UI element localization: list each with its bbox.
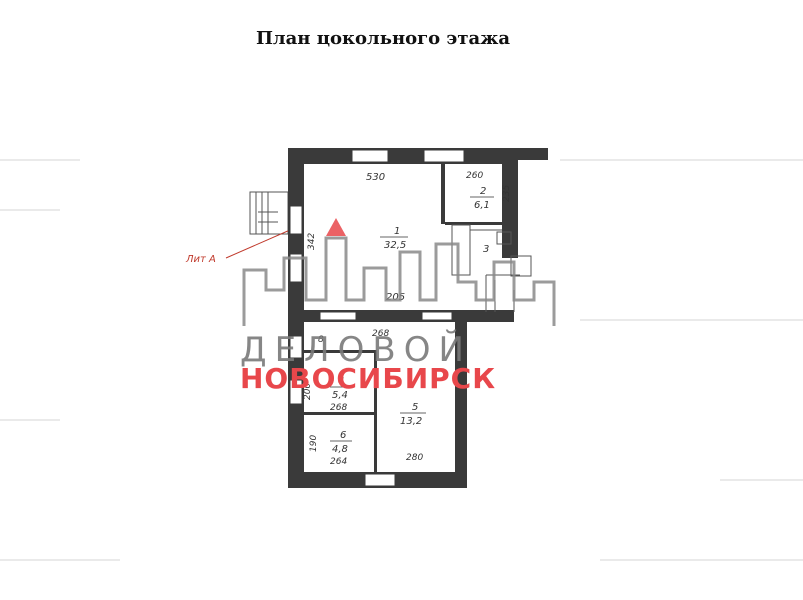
litera-marker: Лит А (185, 229, 291, 265)
room-2-number: 2 (480, 186, 486, 197)
city-skyline-icon (242, 218, 556, 326)
room-4-number: 4 (338, 376, 344, 387)
dimension-530: 530 (366, 172, 385, 183)
room-labels: 1 32,5 2 6,1 3 4 5,4 5 13,2 6 4,8 (330, 186, 494, 455)
room-3-number: 3 (483, 244, 489, 255)
entrance-steps (249, 191, 289, 235)
room-1-area: 32,5 (384, 240, 406, 251)
background-lines (0, 159, 803, 561)
dimension-260: 260 (466, 171, 483, 181)
page-title: План цокольного этажа (255, 28, 511, 49)
dimension-200: 200 (303, 383, 313, 400)
dimension-268-top: 268 (372, 329, 389, 339)
room-6-number: 6 (340, 430, 346, 441)
litera-label: Лит А (185, 254, 216, 265)
dimension-190: 190 (309, 435, 319, 452)
room-5-number: 5 (412, 402, 418, 413)
room-2-area: 6,1 (474, 200, 490, 211)
watermark-line-1: ДЕЛОВОЙ (240, 330, 472, 370)
dimension-280: 280 (406, 453, 423, 463)
dimension-268-room4: 268 (330, 403, 347, 413)
watermark-line-2: НОВОСИБИРСК (240, 362, 497, 395)
dimension-labels: 530 260 235 342 205 268 8 200 268 190 26… (303, 171, 512, 467)
dimension-264: 264 (330, 457, 347, 467)
dimension-8: 8 (318, 335, 324, 345)
dimension-235: 235 (502, 185, 512, 202)
room-6-area: 4,8 (332, 444, 348, 455)
room-1-number: 1 (394, 226, 400, 237)
windows (289, 149, 465, 487)
dimension-342: 342 (307, 233, 317, 250)
room-5-area: 13,2 (400, 416, 422, 427)
room-4-area: 5,4 (332, 390, 348, 401)
dimension-205: 205 (386, 292, 405, 303)
